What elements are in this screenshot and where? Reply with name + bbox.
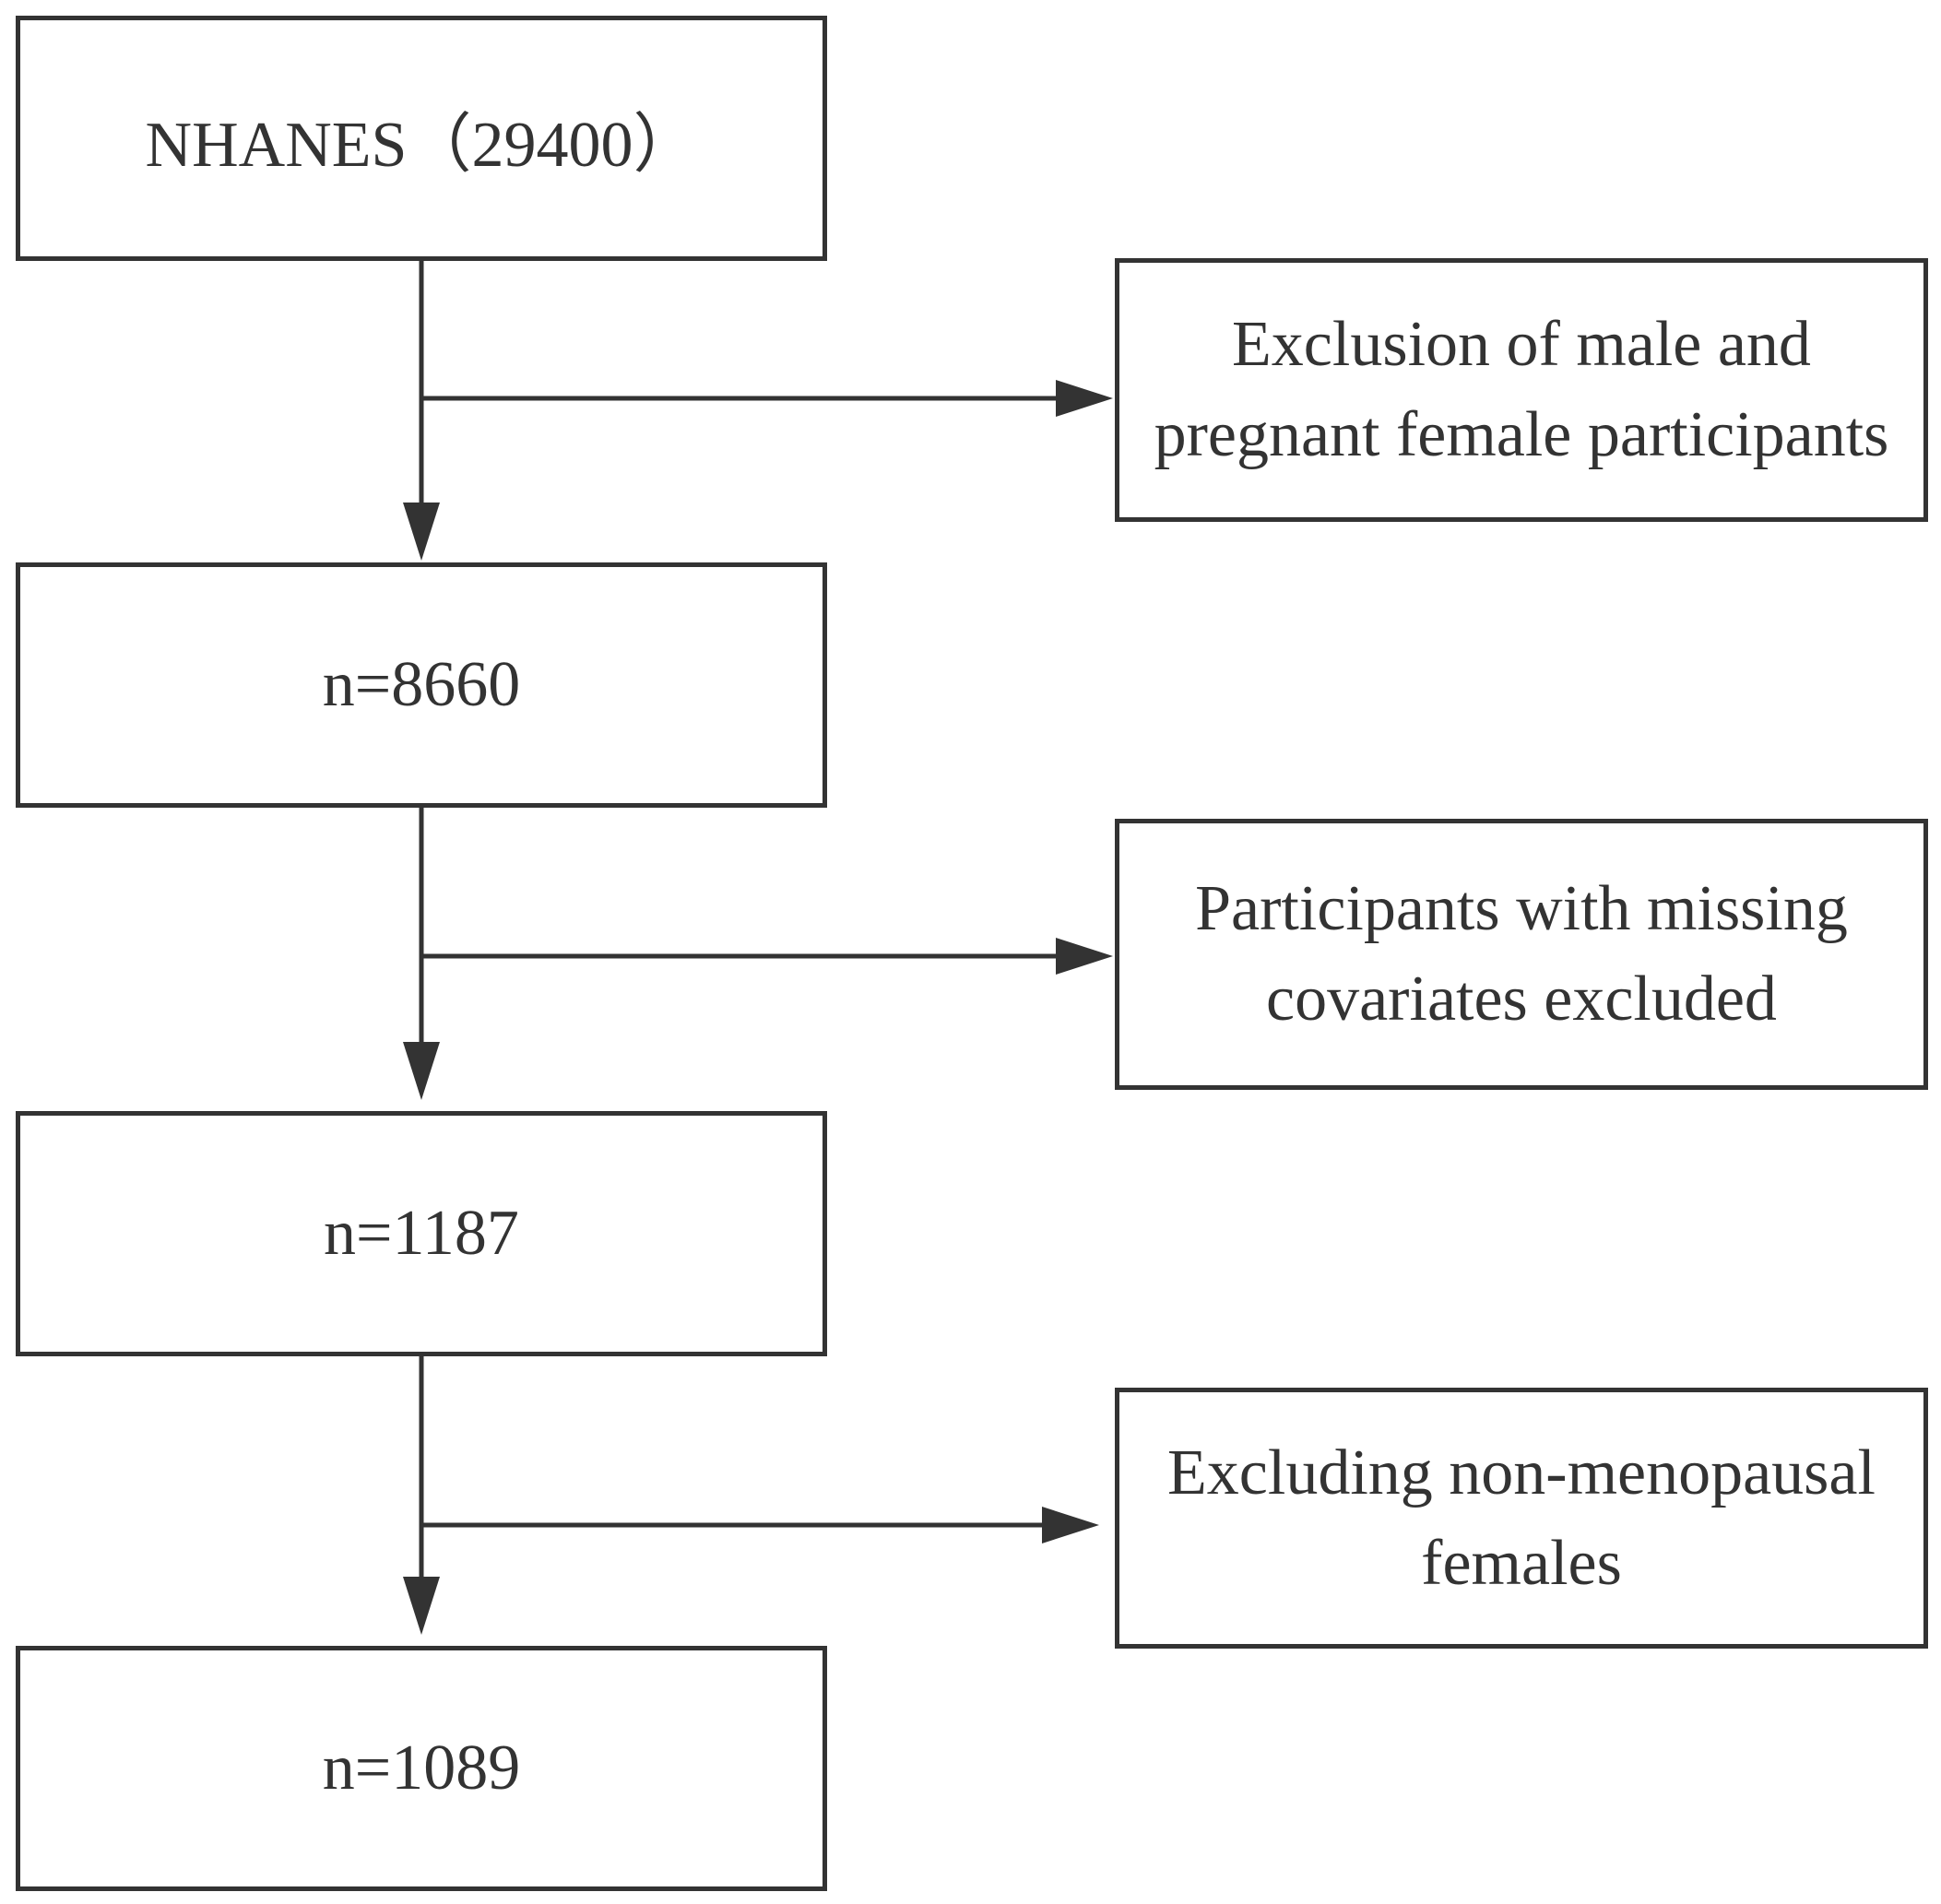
step-label-n-1187: n=1187 [324, 1198, 519, 1269]
arrowhead-down-step-2 [403, 503, 440, 561]
step-box-n-1187: n=1187 [16, 1111, 827, 1356]
step-box-n-1089: n=1089 [16, 1646, 827, 1891]
step-label-nhanes: NHANES（29400） [145, 109, 698, 181]
step-label-n-1089: n=1089 [322, 1733, 521, 1803]
exclusion-box-male-pregnant: Exclusion of male and pregnant female pa… [1115, 258, 1928, 522]
exclusion-box-non-menopausal: Excluding non-menopausal females [1115, 1388, 1928, 1649]
arrowhead-right-exclusion-3 [1042, 1507, 1099, 1543]
exclusion-label-non-menopausal: Excluding non-menopausal females [1167, 1437, 1876, 1599]
step-label-n-8660: n=8660 [322, 649, 521, 720]
arrowhead-down-step-3 [403, 1042, 440, 1100]
arrowhead-right-exclusion-2 [1056, 938, 1113, 975]
step-box-nhanes: NHANES（29400） [16, 16, 827, 261]
arrowhead-right-exclusion-1 [1056, 380, 1113, 417]
arrowhead-down-step-4 [403, 1577, 440, 1635]
step-box-n-8660: n=8660 [16, 562, 827, 808]
exclusion-label-male-pregnant: Exclusion of male and pregnant female pa… [1154, 309, 1889, 470]
exclusion-box-missing-covariates: Participants with missing covariates exc… [1115, 819, 1928, 1090]
exclusion-label-missing-covariates: Participants with missing covariates exc… [1195, 873, 1848, 1035]
